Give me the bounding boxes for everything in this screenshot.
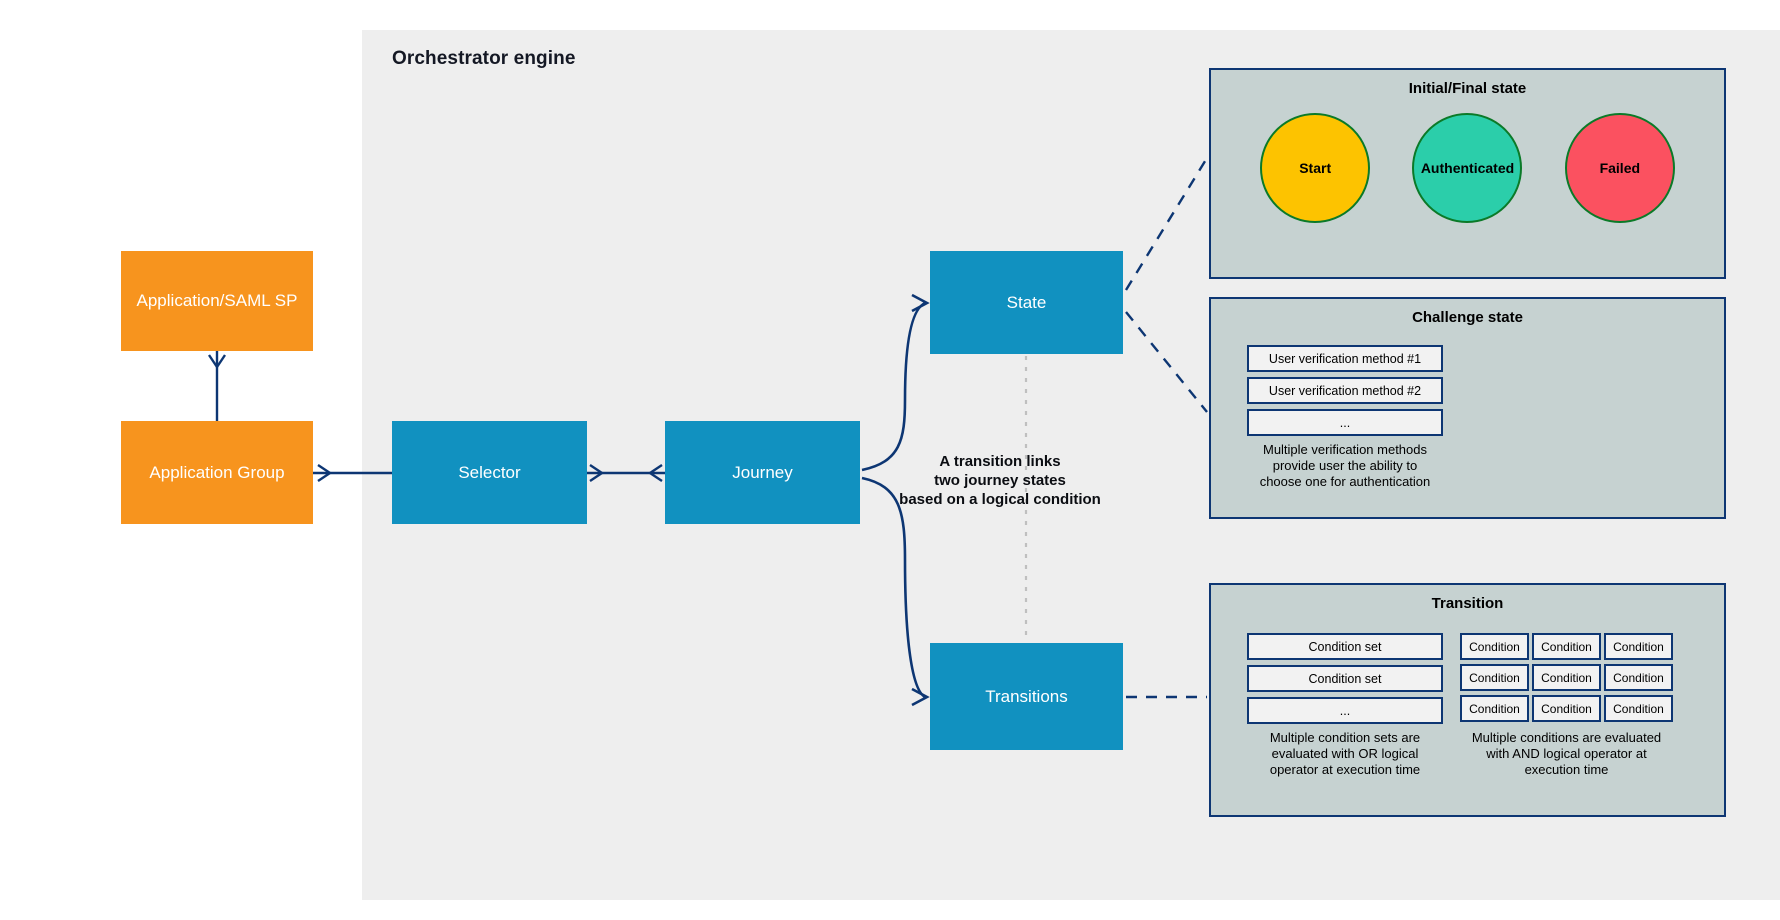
caption-line-1: Multiple condition sets are <box>1269 730 1421 745</box>
callout-title: Initial/Final state <box>1408 80 1527 97</box>
state-circle-start[interactable]: Start <box>1260 113 1371 223</box>
node-state[interactable]: State <box>930 251 1123 354</box>
state-circle-failed[interactable]: Failed <box>1564 113 1675 223</box>
condition-cell[interactable]: Condition <box>1460 633 1529 660</box>
node-label: Selector <box>458 462 521 482</box>
node-transitions[interactable]: Transitions <box>930 643 1123 750</box>
callout-title: Transition <box>1431 595 1504 612</box>
node-label: Journey <box>732 462 793 482</box>
condition-set-item[interactable]: Condition set <box>1247 633 1443 660</box>
condition-cell[interactable]: Condition <box>1460 695 1529 722</box>
state-circle-row: Start Authenticated Failed <box>1211 113 1724 223</box>
caption-line-3: execution time <box>1524 762 1609 777</box>
node-label: State <box>1006 292 1047 312</box>
panel-title: Orchestrator engine <box>392 48 576 69</box>
transition-note-line-2: two journey states <box>934 472 1066 489</box>
callout-title: Challenge state <box>1412 309 1523 326</box>
caption-line-3: operator at execution time <box>1269 762 1421 777</box>
caption-line-1: Multiple verification methods <box>1262 442 1428 457</box>
condition-cell[interactable]: Condition <box>1604 664 1673 691</box>
condition-cell[interactable]: Condition <box>1532 633 1601 660</box>
caption-line-2: with AND logical operator at <box>1486 746 1647 761</box>
callout-transition: Transition Condition set Condition set .… <box>1209 583 1726 817</box>
condition-cell[interactable]: Condition <box>1532 695 1601 722</box>
node-application-group[interactable]: Application Group <box>121 421 313 524</box>
condition-set-item[interactable]: Condition set <box>1247 665 1443 692</box>
condition-grid: Condition Condition Condition Condition … <box>1460 633 1673 722</box>
node-label: Transitions <box>985 686 1068 706</box>
state-circle-label: Authenticated <box>1420 160 1515 176</box>
caption-line-1: Multiple conditions are evaluated <box>1471 730 1662 745</box>
condition-cell[interactable]: Condition <box>1604 695 1673 722</box>
verification-method-list: User verification method #1 User verific… <box>1247 345 1443 490</box>
condition-cell[interactable]: Condition <box>1604 633 1673 660</box>
condition-grid-column: Condition Condition Condition Condition … <box>1460 633 1673 778</box>
node-journey[interactable]: Journey <box>665 421 860 524</box>
state-circle-label: Start <box>1299 160 1332 176</box>
caption-line-2: provide user the ability to <box>1272 458 1418 473</box>
condition-cell[interactable]: Condition <box>1460 664 1529 691</box>
caption-line-2: evaluated with OR logical <box>1271 746 1419 761</box>
node-label: Application/SAML SP <box>136 291 298 310</box>
transition-note-line-1: A transition links <box>939 453 1061 470</box>
condition-set-item[interactable]: ... <box>1247 697 1443 724</box>
node-selector[interactable]: Selector <box>392 421 587 524</box>
node-application-saml-sp[interactable]: Application/SAML SP <box>121 251 313 351</box>
transition-note: A transition links two journey states ba… <box>880 452 1120 509</box>
condition-grid-caption: Multiple conditions are evaluated with A… <box>1460 730 1673 778</box>
condition-cell[interactable]: Condition <box>1532 664 1601 691</box>
state-circle-authenticated[interactable]: Authenticated <box>1412 113 1523 223</box>
callout-challenge-state: Challenge state User verification method… <box>1209 297 1726 519</box>
transition-note-line-3: based on a logical condition <box>899 491 1101 508</box>
callout-initial-final-state: Initial/Final state Start Authenticated … <box>1209 68 1726 279</box>
edge-app-to-appgroup <box>208 351 226 421</box>
verification-method-item[interactable]: User verification method #2 <box>1247 377 1443 404</box>
caption-line-3: choose one for authentication <box>1259 474 1431 489</box>
condition-set-caption: Multiple condition sets are evaluated wi… <box>1247 730 1443 778</box>
verification-method-item[interactable]: User verification method #1 <box>1247 345 1443 372</box>
state-circle-label: Failed <box>1599 160 1641 176</box>
verification-method-item[interactable]: ... <box>1247 409 1443 436</box>
condition-set-column: Condition set Condition set ... Multiple… <box>1247 633 1443 778</box>
node-label: Application Group <box>149 462 285 482</box>
verification-method-caption: Multiple verification methods provide us… <box>1247 442 1443 490</box>
